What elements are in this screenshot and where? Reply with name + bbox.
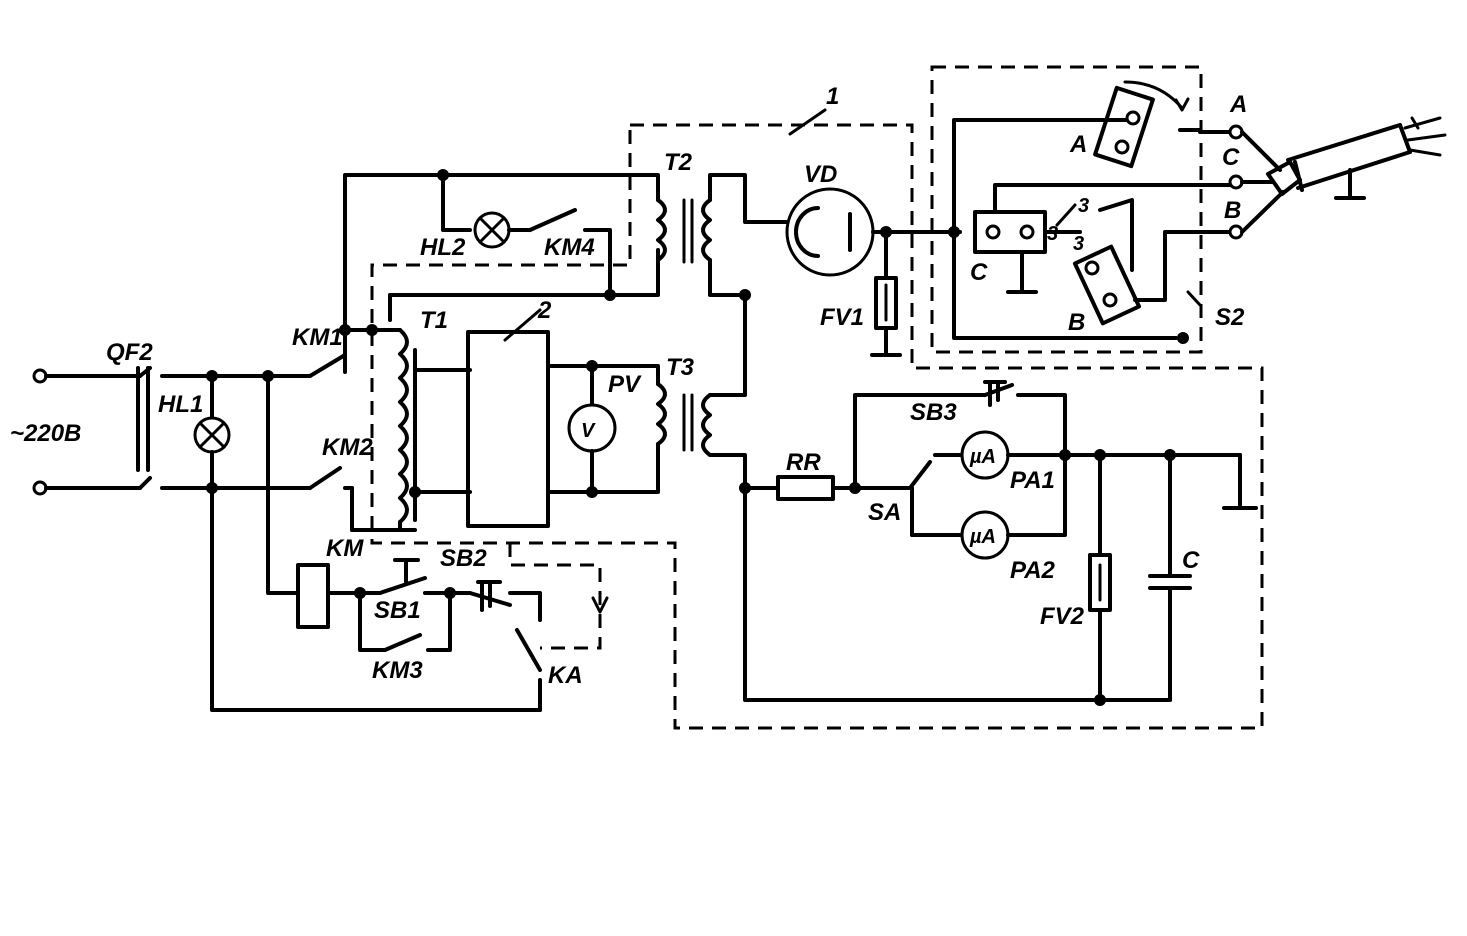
label-hl2: HL2 bbox=[420, 234, 466, 261]
rr-resistor bbox=[776, 475, 835, 501]
contact-a: 3 bbox=[1078, 80, 1190, 217]
microammeter-symbol-2: µA bbox=[969, 526, 996, 548]
fv1-arrester bbox=[870, 230, 902, 357]
dashed-enclosures bbox=[370, 65, 1264, 730]
label-supply: ~220В bbox=[10, 420, 81, 447]
enclosure-switch-unit bbox=[930, 65, 1203, 354]
label-s2: S2 bbox=[1215, 304, 1245, 331]
enclosure-ka-link bbox=[508, 543, 602, 650]
label-km3: KM3 bbox=[372, 657, 423, 684]
label-switch-b: B bbox=[1068, 309, 1085, 336]
label-sa: SA bbox=[868, 499, 901, 526]
vd-diode bbox=[785, 187, 962, 277]
label-pa1: PA1 bbox=[1010, 467, 1055, 494]
c-capacitor bbox=[1148, 453, 1192, 702]
switch-unit: 3 3 3 bbox=[952, 80, 1244, 344]
microammeter-symbol-1: µA bbox=[969, 446, 996, 468]
block-2 bbox=[466, 330, 550, 528]
label-terminal-c: C bbox=[1222, 144, 1240, 171]
labels: ~220В QF2 HL1 HL2 KM1 KM2 KM SB1 KM3 SB2… bbox=[10, 83, 1247, 689]
label-ka: KA bbox=[548, 662, 583, 689]
label-terminal-a: A bbox=[1229, 91, 1247, 118]
hl1-lamp bbox=[193, 374, 231, 490]
label-fv1: FV1 bbox=[820, 304, 864, 331]
label-km1: KM1 bbox=[292, 324, 343, 351]
sb1-button bbox=[358, 558, 452, 595]
label-c-capacitor: C bbox=[1182, 547, 1200, 574]
ka-contact bbox=[515, 628, 542, 712]
sb2-button bbox=[448, 580, 542, 622]
contact-b-number: 3 bbox=[1073, 233, 1084, 255]
km1-contact bbox=[308, 328, 347, 378]
label-sb3: SB3 bbox=[910, 399, 957, 426]
label-switch-a: A bbox=[1069, 131, 1087, 158]
hl2-lamp bbox=[473, 211, 511, 249]
fv2-arrester bbox=[1088, 453, 1112, 702]
control-circuit bbox=[210, 374, 542, 712]
pa2-microammeter: µA bbox=[960, 453, 1067, 560]
cable bbox=[1240, 116, 1447, 234]
contact-b: 3 bbox=[1072, 233, 1142, 326]
label-qf2: QF2 bbox=[106, 339, 153, 366]
label-pv: PV bbox=[608, 371, 642, 398]
label-sb2: SB2 bbox=[440, 545, 487, 572]
km2-contact bbox=[308, 466, 417, 532]
label-rr: RR bbox=[786, 449, 821, 476]
qf2-breaker bbox=[136, 366, 312, 490]
label-t3: T3 bbox=[666, 354, 695, 381]
t3-transformer bbox=[656, 293, 747, 490]
ka-link-arrow bbox=[591, 596, 609, 614]
label-km4: KM4 bbox=[544, 234, 595, 261]
km-coil bbox=[296, 563, 330, 629]
label-terminal-b: B bbox=[1224, 197, 1241, 224]
t1-block2: V bbox=[398, 308, 660, 532]
input-circuit bbox=[32, 169, 660, 532]
sa-switch bbox=[908, 453, 964, 537]
label-sb1: SB1 bbox=[374, 597, 421, 624]
t1-coil bbox=[398, 328, 472, 532]
label-pa2: PA2 bbox=[1010, 557, 1056, 584]
km3-contact bbox=[358, 591, 452, 652]
pa1-microammeter: µA bbox=[960, 430, 1067, 480]
sb3-button bbox=[983, 380, 1067, 457]
voltmeter-symbol: V bbox=[581, 420, 596, 442]
label-hl1: HL1 bbox=[158, 391, 203, 418]
label-km2: KM2 bbox=[322, 434, 373, 461]
s2-contact bbox=[1186, 290, 1202, 307]
label-fv2: FV2 bbox=[1040, 603, 1085, 630]
km4-contact bbox=[507, 208, 612, 297]
contact-a-number: 3 bbox=[1078, 195, 1089, 217]
label-block2: 2 bbox=[537, 297, 552, 324]
label-block1: 1 bbox=[826, 83, 839, 110]
measuring-circuit: µA µA bbox=[743, 380, 1258, 706]
pv-voltmeter: V bbox=[546, 364, 660, 494]
enclosure-block-1 bbox=[370, 123, 1264, 730]
label-switch-c: C bbox=[970, 259, 988, 286]
label-t1: T1 bbox=[420, 307, 448, 334]
block1-leader bbox=[788, 108, 827, 136]
label-km: KM bbox=[326, 535, 364, 562]
label-t2: T2 bbox=[664, 149, 693, 176]
label-vd: VD bbox=[804, 161, 837, 188]
t2-transformer bbox=[656, 173, 792, 297]
